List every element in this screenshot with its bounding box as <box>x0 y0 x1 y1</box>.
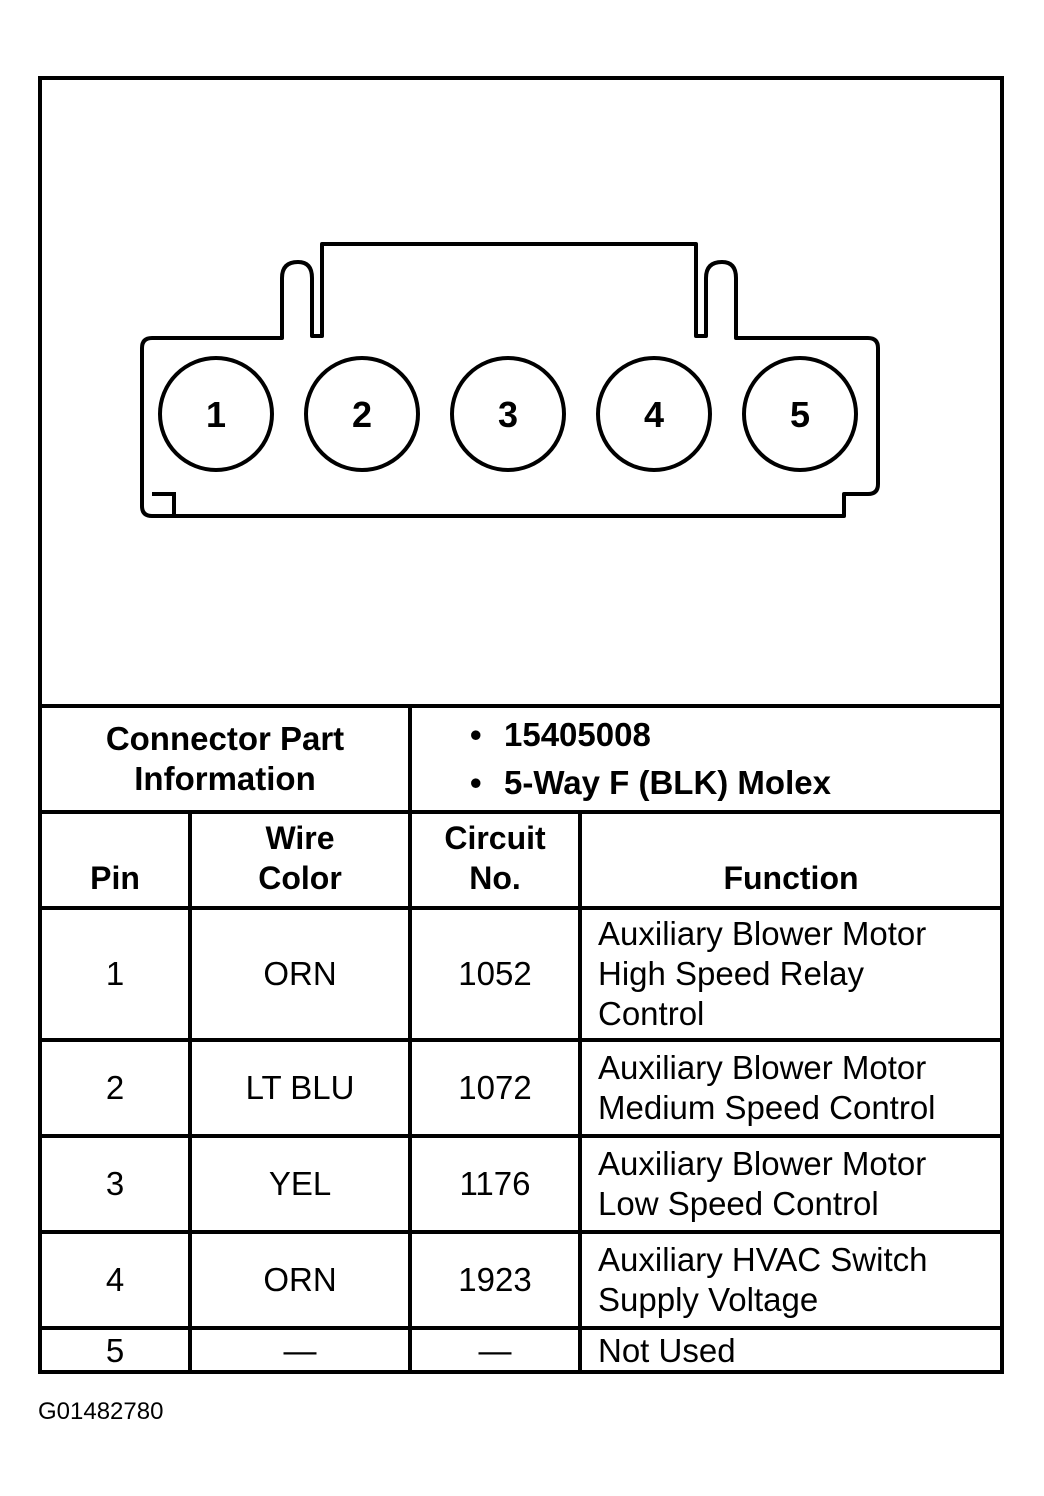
part-info-item: • 5-Way F (BLK) Molex <box>470 759 1000 807</box>
header-circuit-line1: Circuit <box>444 820 546 856</box>
part-info-label-line1: Connector Part <box>105 720 345 757</box>
wire-color-cell: ORN <box>188 906 412 1042</box>
table-row: 5 — — Not Used <box>42 1326 1000 1372</box>
connector-pin-3: 3 <box>450 356 566 472</box>
connector-pinout-table: Connector Part Information • 15405008 • 5-… <box>42 704 1000 1372</box>
header-wire-color-line2: Color <box>258 860 342 896</box>
connector-latch-line <box>152 492 176 516</box>
function-line: Low Speed Control <box>598 1185 879 1222</box>
connector-housing-outline <box>282 160 320 245</box>
pin-cell: 4 <box>42 1230 192 1330</box>
part-info-label: Connector Part Information <box>42 704 412 814</box>
pin-cell: 2 <box>42 1038 192 1138</box>
function-cell: Auxiliary Blower Motor High Speed Relay … <box>578 906 1000 1042</box>
circuit-cell: 1176 <box>408 1134 582 1234</box>
function-cell: Auxiliary HVAC Switch Supply Voltage <box>578 1230 1000 1330</box>
function-cell: Auxiliary Blower Motor Medium Speed Cont… <box>578 1038 1000 1138</box>
circuit-cell: 1052 <box>408 906 582 1042</box>
part-info-label-line2: Information <box>134 760 316 797</box>
wire-color-cell: LT BLU <box>188 1038 412 1138</box>
connector-pin-1: 1 <box>158 356 274 472</box>
function-line: Medium Speed Control <box>598 1089 936 1126</box>
table-row: 1 ORN 1052 Auxiliary Blower Motor High S… <box>42 906 1000 1042</box>
header-wire-color: Wire Color <box>188 810 412 910</box>
header-pin: Pin <box>42 810 192 910</box>
pin-cavity <box>596 356 712 472</box>
column-header-row: Pin Wire Color Circuit No. Function <box>42 810 1000 910</box>
part-number: 15405008 <box>504 716 651 753</box>
header-function: Function <box>578 810 1000 910</box>
connector-pins: 1 2 3 4 5 <box>158 356 858 472</box>
pin-cell: 5 <box>42 1326 192 1372</box>
connector-pin-4: 4 <box>596 356 712 472</box>
pin-cavity <box>158 356 274 472</box>
table-row: 2 LT BLU 1072 Auxiliary Blower Motor Med… <box>42 1038 1000 1138</box>
pin-number-label: 3 <box>498 394 518 435</box>
function-line: Control <box>598 995 705 1032</box>
pin-number-label: 2 <box>352 394 372 435</box>
connector-pin-5: 5 <box>742 356 858 472</box>
pin-cavity <box>304 356 420 472</box>
pin-cell: 3 <box>42 1134 192 1234</box>
wire-color-cell: ORN <box>188 1230 412 1330</box>
function-cell: Auxiliary Blower Motor Low Speed Control <box>578 1134 1000 1234</box>
circuit-cell: 1072 <box>408 1038 582 1138</box>
pin-number-label: 5 <box>790 394 810 435</box>
pin-cell: 1 <box>42 906 192 1042</box>
figure-id: G01482780 <box>38 1398 164 1425</box>
wire-color-cell: YEL <box>188 1134 412 1234</box>
function-line: Supply Voltage <box>598 1281 819 1318</box>
connector-description: 5-Way F (BLK) Molex <box>504 764 831 801</box>
part-info-list: • 15405008 • 5-Way F (BLK) Molex <box>408 704 1000 814</box>
header-wire-color-line1: Wire <box>265 820 335 856</box>
function-cell: Not Used <box>578 1326 1000 1372</box>
function-line: Auxiliary Blower Motor <box>598 1145 927 1182</box>
header-circuit-no: Circuit No. <box>408 810 582 910</box>
function-line: Auxiliary HVAC Switch <box>598 1241 928 1278</box>
circuit-cell: — <box>408 1326 582 1372</box>
pin-number-label: 1 <box>206 394 226 435</box>
part-info-row: Connector Part Information • 15405008 • 5-… <box>42 704 1000 814</box>
pin-cavity <box>450 356 566 472</box>
connector-face-drawing: 1 2 3 4 5 <box>140 160 880 518</box>
function-line: High Speed Relay <box>598 955 864 992</box>
pin-cavity <box>742 356 858 472</box>
wire-color-cell: — <box>188 1326 412 1372</box>
header-circuit-line2: No. <box>469 860 521 896</box>
part-info-item: • 15405008 <box>470 711 1000 759</box>
function-line: Auxiliary Blower Motor <box>598 1049 927 1086</box>
pin-number-label: 4 <box>644 394 664 435</box>
table-row: 4 ORN 1923 Auxiliary HVAC Switch Supply … <box>42 1230 1000 1330</box>
function-line: Not Used <box>598 1332 736 1369</box>
connector-housing <box>140 242 880 518</box>
bullet: • <box>470 716 482 753</box>
bullet: • <box>470 764 482 801</box>
table-row: 3 YEL 1176 Auxiliary Blower Motor Low Sp… <box>42 1134 1000 1234</box>
connector-pin-2: 2 <box>304 356 420 472</box>
function-line: Auxiliary Blower Motor <box>598 915 927 952</box>
circuit-cell: 1923 <box>408 1230 582 1330</box>
